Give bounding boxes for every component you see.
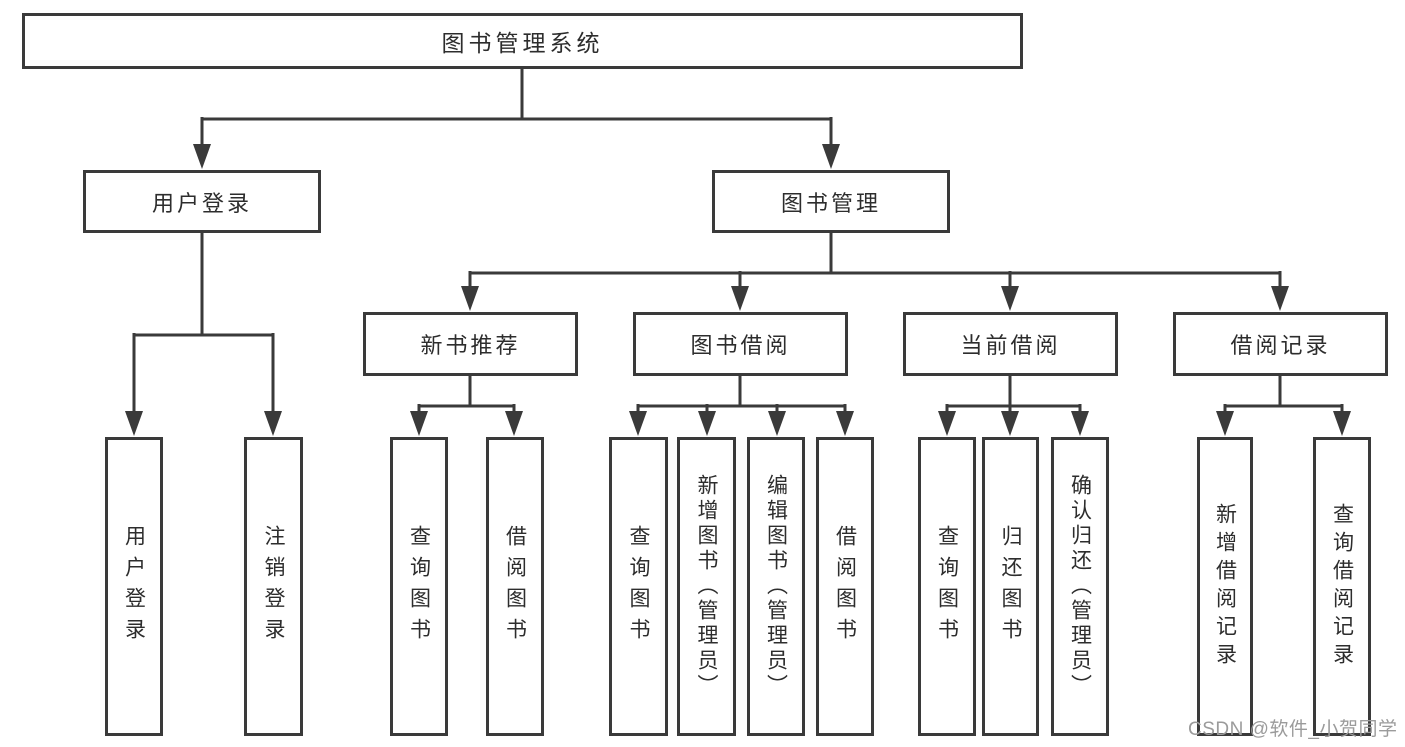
arrow-to-confirm-return-admin [1071,411,1089,436]
node-query-books-2-label: 查询图书 [627,524,650,649]
arrow-to-borrow-books-2 [836,411,854,436]
arrow-to-edit-book-admin [768,411,786,436]
node-current-borrowing-label: 当前借阅 [960,333,1061,358]
node-query-borrow-record-label: 查询借阅记录 [1330,502,1354,671]
arrow-to-add-book-admin [698,411,716,436]
node-add-book-admin: 新增图书（管理员） [677,437,736,736]
node-return-book-label: 归还图书 [999,524,1022,649]
node-book-borrowing: 图书借阅 [633,312,848,376]
arrow-to-book-borrowing [731,286,749,311]
node-confirm-return-admin-label: 确认归还（管理员） [1068,474,1092,699]
node-book-borrowing-label: 图书借阅 [690,333,791,358]
arrow-to-new-book-recommendation [461,286,479,311]
node-query-books-3: 查询图书 [918,437,976,736]
arrow-to-query-books-2 [629,411,647,436]
node-logout-leaf-label: 注销登录 [262,524,285,649]
node-edit-book-admin: 编辑图书（管理员） [747,437,805,736]
arrow-to-book-management [822,144,840,169]
arrow-to-query-borrow-record [1333,411,1351,436]
node-logout-leaf: 注销登录 [244,437,303,736]
node-query-books-1: 查询图书 [390,437,448,736]
watermark: CSDN @软件_小贺同学 [1188,719,1398,740]
node-library-management-system-label: 图书管理系统 [441,30,604,56]
node-user-login-leaf: 用户登录 [105,437,163,736]
node-book-management-label: 图书管理 [780,190,881,216]
node-confirm-return-admin: 确认归还（管理员） [1051,437,1109,736]
node-new-book-recommendation-label: 新书推荐 [420,333,521,358]
node-user-login: 用户登录 [83,170,321,233]
node-user-login-leaf-label: 用户登录 [122,524,146,649]
node-library-management-system: 图书管理系统 [22,13,1023,69]
arrow-to-return-book [1001,411,1019,436]
arrow-to-logout-leaf [264,411,282,436]
node-borrow-books-1-label: 借阅图书 [503,524,527,649]
node-book-management: 图书管理 [712,170,950,233]
arrow-to-user-login [193,144,211,169]
node-query-borrow-record: 查询借阅记录 [1313,437,1371,736]
node-borrow-books-2-label: 借阅图书 [833,524,857,649]
node-current-borrowing: 当前借阅 [903,312,1118,376]
arrow-to-borrowing-records [1271,286,1289,311]
node-borrowing-records: 借阅记录 [1173,312,1388,376]
arrow-to-query-books-3 [938,411,956,436]
arrow-to-user-login-leaf [125,411,143,436]
node-query-books-3-label: 查询图书 [935,524,959,649]
node-query-books-1-label: 查询图书 [407,524,431,649]
node-edit-book-admin-label: 编辑图书（管理员） [764,474,788,699]
arrow-to-current-borrowing [1001,286,1019,311]
arrow-to-query-books-1 [410,411,428,436]
node-query-books-2: 查询图书 [609,437,668,736]
arrow-to-add-borrow-record [1216,411,1234,436]
node-return-book: 归还图书 [982,437,1039,736]
node-add-borrow-record-label: 新增借阅记录 [1213,502,1237,671]
node-borrowing-records-label: 借阅记录 [1230,333,1331,358]
node-user-login-label: 用户登录 [151,190,252,216]
node-new-book-recommendation: 新书推荐 [363,312,578,376]
node-borrow-books-2: 借阅图书 [816,437,874,736]
arrow-to-borrow-books-1 [505,411,523,436]
node-add-book-admin-label: 新增图书（管理员） [695,474,718,699]
node-borrow-books-1: 借阅图书 [486,437,544,736]
node-add-borrow-record: 新增借阅记录 [1197,437,1253,736]
